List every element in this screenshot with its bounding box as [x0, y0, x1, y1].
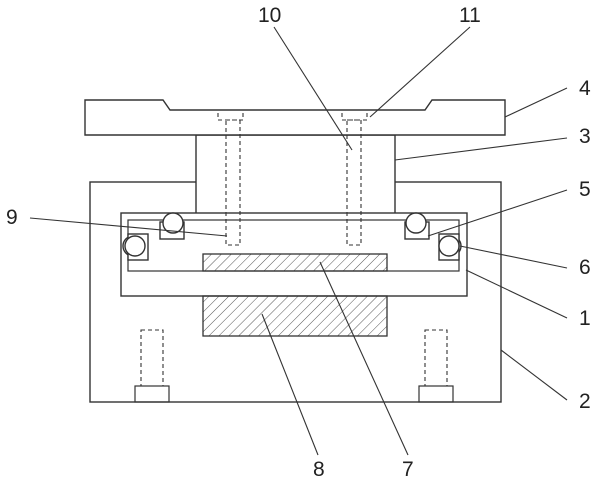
label-7: 7: [402, 458, 414, 481]
label-11: 11: [459, 4, 481, 27]
label-8: 8: [313, 458, 325, 481]
lower-hatched-block: [203, 296, 387, 336]
roller-top-right: [406, 213, 426, 233]
label-10: 10: [258, 4, 281, 27]
leader-4: [505, 88, 567, 117]
leader-2: [501, 350, 567, 400]
inner-hatched-plate: [203, 254, 387, 271]
label-4: 4: [579, 77, 591, 100]
label-6: 6: [579, 256, 591, 279]
label-9: 9: [6, 206, 18, 229]
roller-side-left-front: [125, 236, 145, 256]
label-1: 1: [579, 307, 591, 330]
label-3: 3: [579, 125, 591, 148]
label-5: 5: [579, 178, 591, 201]
roller-side-right-front: [439, 236, 459, 256]
label-2: 2: [579, 390, 591, 413]
top-plate: [85, 100, 505, 135]
leader-3: [395, 138, 567, 160]
